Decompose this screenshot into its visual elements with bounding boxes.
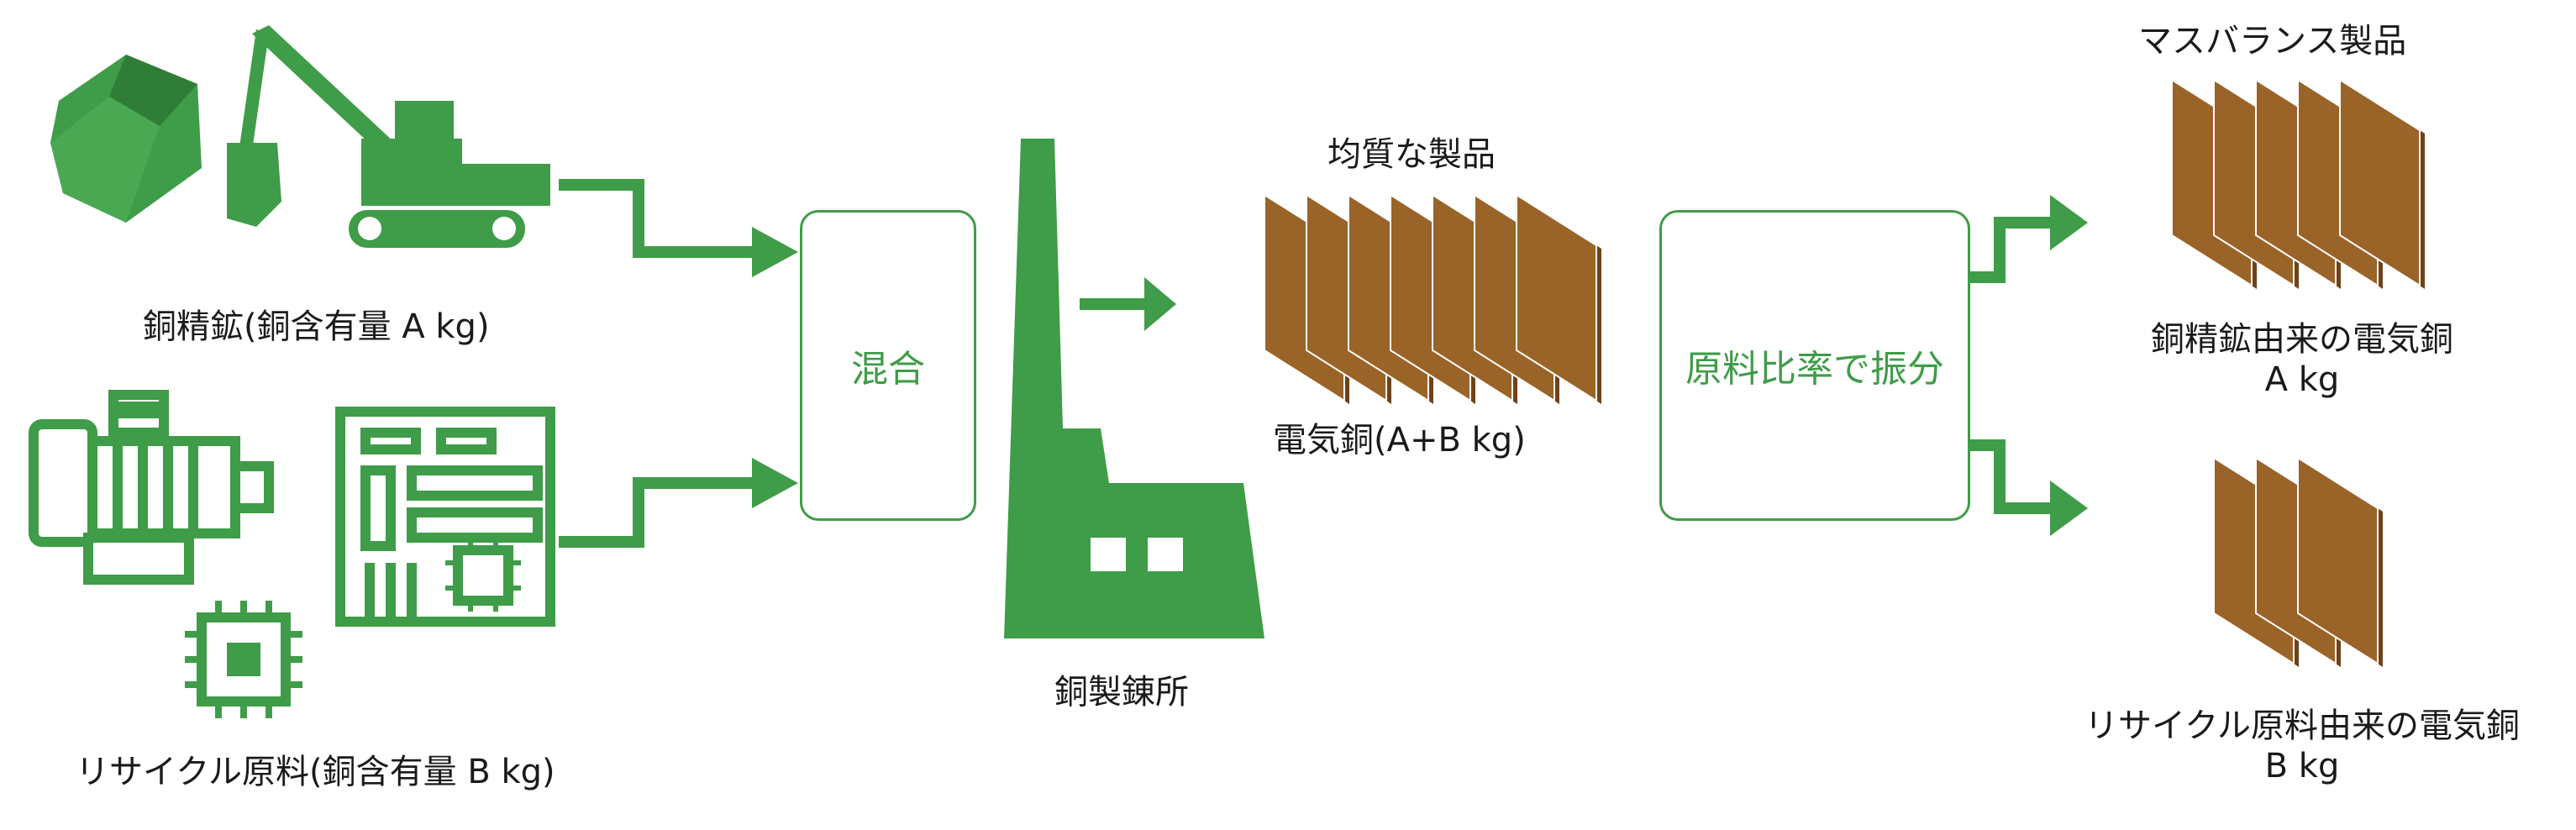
recycle-derived-label: リサイクル原料由来の電気銅 B kg: [2033, 706, 2571, 786]
cathode-sheet: [2339, 78, 2421, 287]
recycle-derived-line1: リサイクル原料由来の電気銅: [2084, 707, 2520, 745]
copper-cathode-stack-ore-derived: [2171, 78, 2425, 289]
homogeneous-product-title: 均質な製品: [1327, 135, 1496, 174]
mix-label: 混合: [851, 348, 925, 391]
arrow-allocation-to-ore-derived: [1970, 195, 2088, 283]
mass-balance-title: マスバランス製品: [2138, 22, 2407, 60]
cathode-sheet: [2297, 456, 2379, 665]
allocation-label: 原料比率で振分: [1685, 348, 1944, 391]
ore-rock-icon: [50, 55, 202, 223]
smelter-label: 銅製錬所: [1054, 673, 1189, 712]
copper-cathode-stack-recycle-derived: [2213, 456, 2383, 667]
ore-derived-line1: 銅精鉱由来の電気銅: [2151, 320, 2453, 359]
copper-cathode-stack-icon: [1264, 193, 1601, 404]
allocation-box: 原料比率で振分: [1659, 210, 1970, 521]
board-chip-pins: [445, 538, 521, 612]
microchip-icon: [185, 601, 302, 718]
ore-derived-line2: A kg: [2264, 360, 2340, 399]
cathode-sheet: [1516, 193, 1597, 402]
recycle-derived-line2: B kg: [2264, 747, 2340, 785]
mix-box: 混合: [800, 210, 976, 521]
smelter-factory-icon: [1004, 139, 1264, 638]
motor-terminal: [118, 402, 160, 418]
ore-input-label: 銅精鉱(銅含有量 A kg): [143, 307, 490, 346]
electro-copper-label: 電気銅(A+B kg): [1273, 421, 1526, 460]
arrow-recycle-to-mix: [559, 458, 798, 548]
arrow-ore-to-mix: [559, 179, 798, 277]
arrow-allocation-to-recycle-derived: [1970, 439, 2088, 536]
electric-motor-icon: [29, 390, 274, 585]
cathode-sheet-edge: [1596, 245, 1601, 404]
cathode-sheet-edge: [2420, 130, 2425, 289]
excavator-icon: [227, 25, 550, 248]
arrow-smelter-to-product: [1080, 277, 1176, 331]
recycle-input-label: リサイクル原料(銅含有量 B kg): [76, 753, 555, 791]
circuit-board-icon: [335, 407, 555, 627]
cathode-sheet-edge: [2378, 508, 2383, 667]
ore-derived-label: 銅精鉱由来の電気銅 A kg: [2084, 319, 2521, 400]
